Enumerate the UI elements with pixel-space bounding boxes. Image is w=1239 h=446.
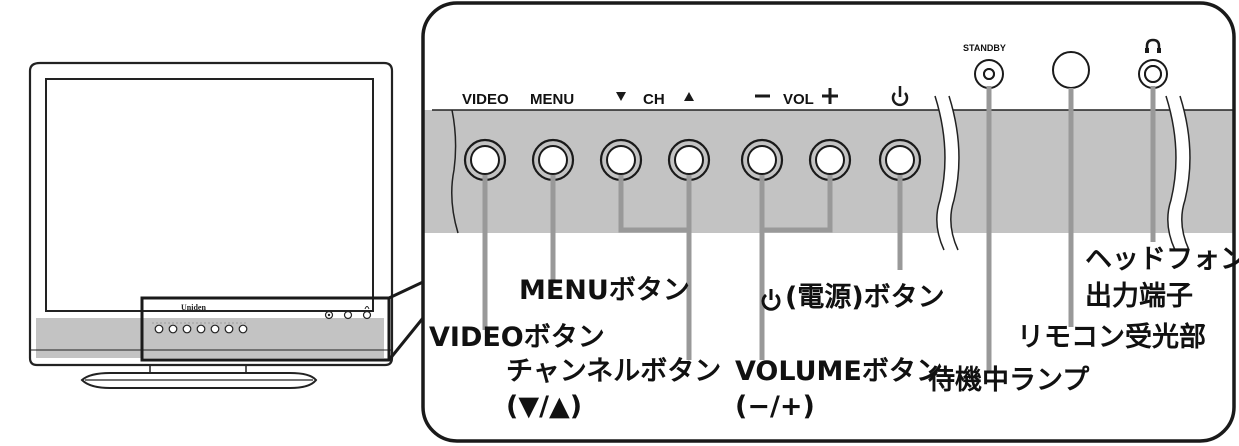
volume-button-callout-line2: (−/+) <box>735 391 815 422</box>
volume-button-callout-line1: VOLUMEボタン <box>735 356 943 387</box>
video-label: VIDEO <box>462 91 509 108</box>
power-callout-icon <box>758 287 784 313</box>
zoom-box-frame <box>421 1 1236 443</box>
menu-button[interactable] <box>531 138 575 182</box>
headphone-callout-line2: 出力端子 <box>1085 281 1193 312</box>
video-button-callout: VIDEOボタン <box>429 322 605 353</box>
headphone-callout-line1: ヘッドフォン <box>1085 244 1239 275</box>
callout-lines <box>482 86 1156 372</box>
vol-plus-button[interactable] <box>808 138 852 182</box>
volume-callout-line <box>759 175 833 360</box>
channel-callout-line <box>618 175 692 360</box>
standby-lamp-callout: 待機中ランプ <box>928 365 1090 396</box>
headphone-icon <box>1145 38 1161 53</box>
ch-down-icon <box>616 92 626 101</box>
tv-bottom-strip <box>36 318 384 358</box>
power-button-callout: (電源)ボタン <box>785 282 945 313</box>
standby-label: STANDBY <box>963 43 1006 53</box>
tv-mini-buttons <box>152 306 372 334</box>
channel-button-callout-line2: (▼/▲) <box>506 391 583 422</box>
menu-button-callout: MENUボタン <box>519 275 690 306</box>
vol-plus-icon <box>822 88 838 104</box>
power-button[interactable] <box>878 138 922 182</box>
remote-sensor-callout: リモコン受光部 <box>1017 322 1206 353</box>
ch-up-icon <box>684 92 694 101</box>
tv-screen <box>45 78 374 312</box>
tv-zoom-highlight <box>140 296 391 362</box>
power-icon <box>891 86 909 107</box>
vol-label: VOL <box>783 91 814 108</box>
menu-label: MENU <box>530 91 575 108</box>
video-button[interactable] <box>463 138 507 182</box>
channel-button-callout-line1: チャンネルボタン <box>506 356 722 387</box>
tv-illustration <box>28 61 394 389</box>
ch-label: CH <box>643 91 665 108</box>
panel-buttons <box>463 138 922 182</box>
ch-down-button[interactable] <box>599 138 643 182</box>
tv-brand-logo: Uniden <box>181 303 206 312</box>
